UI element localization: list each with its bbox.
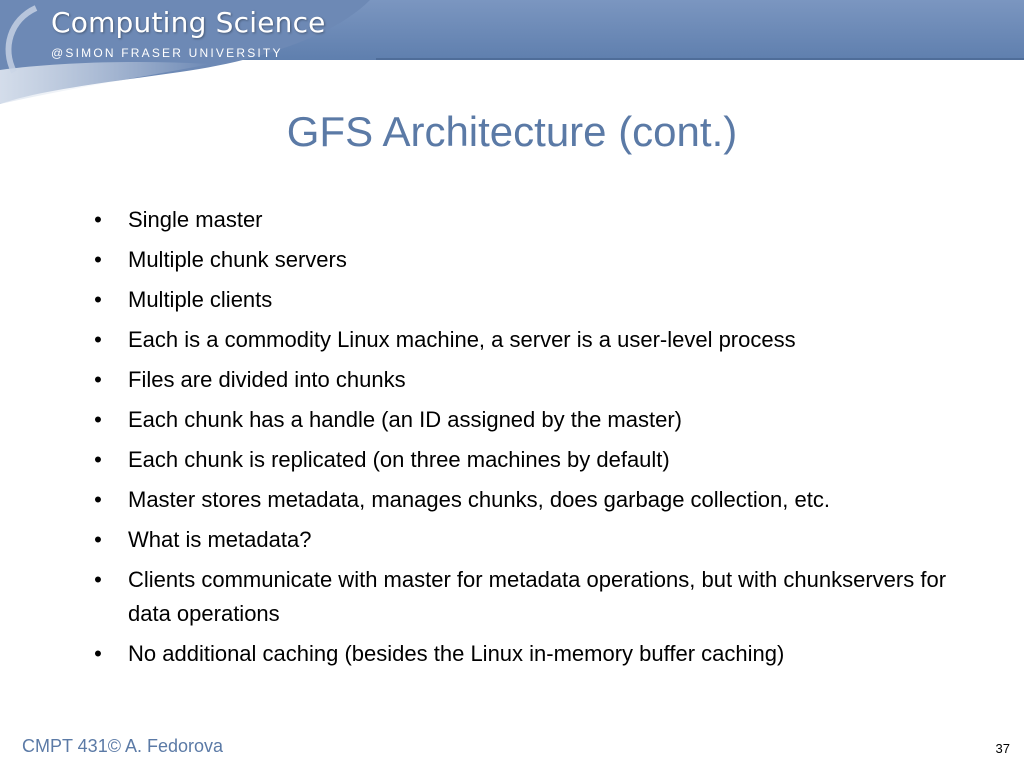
footer-course-author: CMPT 431© A. Fedorova xyxy=(22,736,224,756)
bullet-text: Each chunk has a handle (an ID assigned … xyxy=(128,407,682,432)
bullet-list: • Single master • Multiple chunk servers •… xyxy=(88,203,948,677)
bullet-icon: • xyxy=(94,407,102,432)
bullet-icon: • xyxy=(94,327,102,352)
header-banner xyxy=(0,0,1024,104)
bullet-icon: • xyxy=(94,247,102,272)
bullet-text: Files are divided into chunks xyxy=(128,367,406,392)
list-item: • Master stores metadata, manages chunks,… xyxy=(88,483,948,517)
list-item: • Each chunk is replicated (on three mach… xyxy=(88,443,948,477)
bullet-text: Single master xyxy=(128,207,263,232)
bullet-icon: • xyxy=(94,447,102,472)
list-item: • Clients communicate with master for met… xyxy=(88,563,948,631)
bullet-text: Each is a commodity Linux machine, a ser… xyxy=(128,327,796,352)
bullet-icon: • xyxy=(94,287,102,312)
list-item: • Single master xyxy=(88,203,948,237)
list-item: • No additional caching (besides the Linu… xyxy=(88,637,948,671)
bullet-icon: • xyxy=(94,367,102,392)
bullet-text: What is metadata? xyxy=(128,527,312,552)
bullet-icon: • xyxy=(94,487,102,512)
list-item: • Each is a commodity Linux machine, a se… xyxy=(88,323,948,357)
bullet-text: Each chunk is replicated (on three machi… xyxy=(128,447,670,472)
bullet-icon: • xyxy=(94,527,102,552)
bullet-text: Clients communicate with master for meta… xyxy=(128,567,947,626)
bullet-text: Multiple clients xyxy=(128,287,273,312)
list-item: • Multiple clients xyxy=(88,283,948,317)
list-item: • Multiple chunk servers xyxy=(88,243,948,277)
list-item: • What is metadata? xyxy=(88,523,948,557)
bullet-text: Master stores metadata, manages chunks, … xyxy=(128,487,830,512)
page-number: 37 xyxy=(995,741,1010,756)
bullet-icon: • xyxy=(94,207,102,232)
bullet-text: Multiple chunk servers xyxy=(128,247,347,272)
bullet-text: No additional caching (besides the Linux… xyxy=(128,641,785,666)
bullet-icon: • xyxy=(94,567,102,592)
brand-title: Computing Science xyxy=(51,6,326,39)
list-item: • Files are divided into chunks xyxy=(88,363,948,397)
brand-subtitle: @SIMON FRASER UNIVERSITY xyxy=(51,46,283,60)
list-item: • Each chunk has a handle (an ID assigned… xyxy=(88,403,948,437)
slide-title: GFS Architecture (cont.) xyxy=(286,108,738,155)
bullet-icon: • xyxy=(94,641,102,666)
